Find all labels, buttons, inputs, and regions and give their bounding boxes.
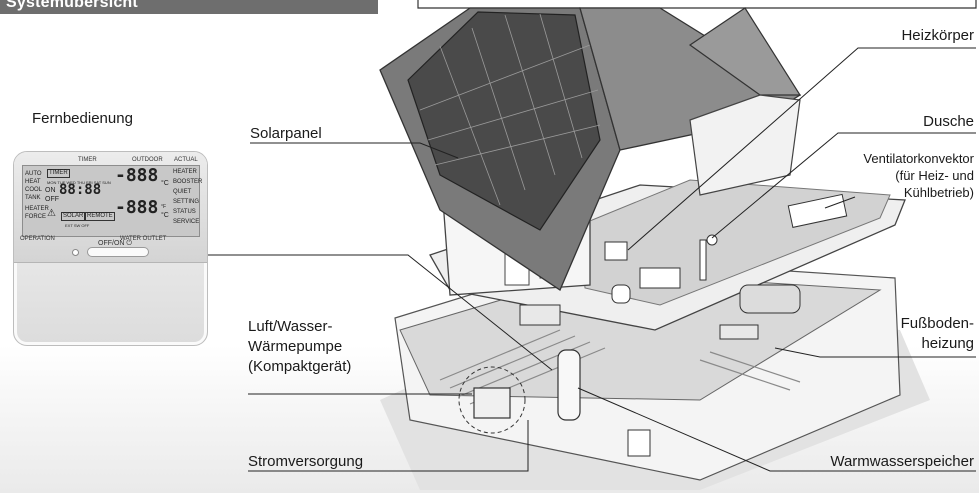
label-warmwasserspeicher: Warmwasserspeicher xyxy=(830,453,974,470)
label-offon: OFF/ON ⏻ xyxy=(98,240,132,247)
radiator xyxy=(604,241,628,261)
lcd-right-booster: BOOSTER xyxy=(173,179,203,185)
label-water-outlet: WATER OUTLET xyxy=(120,236,167,242)
dining-table xyxy=(519,304,561,326)
heat-pump-unit xyxy=(473,387,511,419)
lcd-label-timer: TIMER xyxy=(78,157,97,163)
shower-head xyxy=(706,234,718,246)
warning-icon: ⚠ xyxy=(47,208,56,219)
lcd-label-outdoor: OUTDOOR xyxy=(132,157,163,163)
lcd-remote: REMOTE xyxy=(85,212,115,221)
label-dusche: Dusche xyxy=(923,113,974,130)
label-fernbedienung: Fernbedienung xyxy=(32,110,133,127)
fan-convector xyxy=(787,193,848,228)
lcd-time: 88:88 xyxy=(59,182,102,198)
section-title: Systemübersicht xyxy=(6,0,138,11)
lcd-right-service: SERVICE xyxy=(173,219,200,225)
lcd-off: OFF xyxy=(45,196,59,203)
remote-face: TIMER OUTDOOR ACTUAL AUTO HEAT COOL TANK… xyxy=(14,152,207,263)
lcd-mode-auto: AUTO xyxy=(25,171,42,177)
shower-pipe xyxy=(699,239,707,281)
washing-machine xyxy=(627,429,651,457)
lcd-heater: HEATER xyxy=(25,206,49,212)
lcd-on: ON xyxy=(45,187,56,194)
lcd-right-setting: SETTING xyxy=(173,199,200,205)
lcd-label-actual: ACTUAL xyxy=(174,157,198,163)
section-header: Systemübersicht xyxy=(0,0,378,14)
remote-lcd: AUTO HEAT COOL TANK HEATER FORCE TIMER M… xyxy=(22,165,203,237)
leader-lines xyxy=(208,47,976,472)
upper-back-wall xyxy=(689,94,801,196)
hot-water-tank xyxy=(557,349,581,421)
lcd-mode-cool: COOL xyxy=(25,187,43,193)
lcd-days: MON TUE WED THU FRI SAT SUN xyxy=(47,180,111,185)
bathtub xyxy=(639,267,681,289)
lcd-right-status: STATUS xyxy=(173,209,196,215)
lcd-mode-heat: HEAT xyxy=(25,179,41,185)
heat-pump-highlight-circle xyxy=(458,366,526,434)
label-luft-3: (Kompaktgerät) xyxy=(248,358,352,375)
lcd-force: FORCE xyxy=(25,214,46,220)
sofa xyxy=(739,284,801,314)
dormer-roof xyxy=(688,7,802,96)
lcd-timer-box: TIMER xyxy=(47,169,70,178)
operation-led xyxy=(72,249,79,256)
label-fussboden-1: Fußboden- xyxy=(900,315,974,332)
lcd-water-temp: -888 xyxy=(115,197,159,218)
label-ventilator-1: Ventilatorkonvektor xyxy=(863,151,974,166)
lcd-right-quiet: QUIET xyxy=(173,189,192,195)
solar-panel xyxy=(407,11,601,231)
label-operation: OPERATION xyxy=(20,236,55,242)
label-fussboden-2: heizung xyxy=(921,335,974,352)
label-solarpanel: Solarpanel xyxy=(250,125,322,142)
coffee-table xyxy=(719,324,759,340)
lcd-mode-tank: TANK xyxy=(25,195,41,201)
toilet xyxy=(611,284,631,304)
label-luft-2: Wärmepumpe xyxy=(248,338,343,355)
lcd-unit-c-top: °C xyxy=(161,180,169,187)
label-stromversorgung: Stromversorgung xyxy=(248,453,364,470)
label-ventilator-2: (für Heiz- und xyxy=(895,168,974,183)
lcd-solar: SOLAR xyxy=(61,212,86,221)
lcd-outdoor-temp: -888 xyxy=(115,165,159,186)
offon-button[interactable] xyxy=(87,247,149,257)
lcd-right-heater: HEATER xyxy=(173,169,197,175)
top-frame-line xyxy=(417,0,977,9)
lcd-ext: EXT SW OFF xyxy=(65,223,90,228)
lcd-unit-c-bottom: °C xyxy=(161,212,169,219)
label-luft-1: Luft/Wasser- xyxy=(248,318,333,335)
label-ventilator-3: Kühlbetrieb) xyxy=(903,185,974,200)
remote-control: TIMER OUTDOOR ACTUAL AUTO HEAT COOL TANK… xyxy=(13,151,208,346)
lcd-unit-f: °F xyxy=(161,204,167,210)
label-heizkoerper: Heizkörper xyxy=(901,27,974,44)
solar-panel-grid xyxy=(419,13,601,206)
